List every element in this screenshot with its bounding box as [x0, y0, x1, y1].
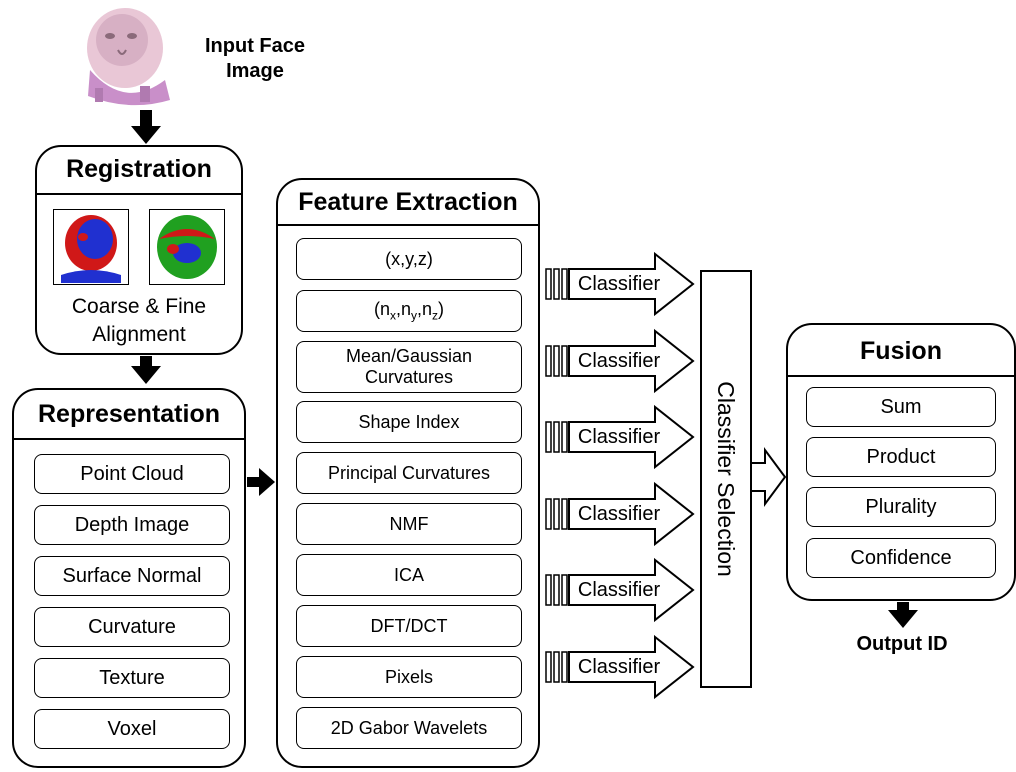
registration-panel: Registration Coarse & Fine Alignment	[35, 145, 243, 355]
arrow-right-outline-icon	[750, 446, 787, 508]
classifier-arrow: Classifier	[545, 557, 695, 623]
arrow-down-icon	[131, 356, 161, 384]
arrow-right-icon	[247, 468, 275, 496]
classifier-label: Classifier	[577, 503, 661, 525]
rep-item-depth-image: Depth Image	[34, 505, 230, 545]
feature-item-ica: ICA	[296, 554, 522, 596]
feature-item-xyz: (x,y,z)	[296, 238, 522, 280]
classifier-arrow: Classifier	[545, 251, 695, 317]
classifier-label: Classifier	[577, 350, 661, 372]
fusion-item-product: Product	[806, 437, 996, 477]
rep-item-voxel: Voxel	[34, 709, 230, 749]
feature-item-principal-curvatures: Principal Curvatures	[296, 452, 522, 494]
feature-extraction-title: Feature Extraction	[298, 188, 518, 216]
representation-title: Representation	[38, 400, 220, 428]
feature-item-pixels: Pixels	[296, 656, 522, 698]
feature-extraction-panel: Feature Extraction (x,y,z) (nx,ny,nz) Me…	[276, 178, 540, 768]
feature-extraction-divider	[278, 224, 538, 226]
classifier-selection-label: Classifier Selection	[713, 381, 739, 577]
rep-item-curvature: Curvature	[34, 607, 230, 647]
classifier-arrow-shape	[545, 328, 695, 394]
rep-item-point-cloud: Point Cloud	[34, 454, 230, 494]
registration-curvature-image	[149, 209, 225, 285]
representation-panel: Representation Point Cloud Depth Image S…	[12, 388, 246, 768]
representation-divider	[14, 438, 244, 440]
input-face-image	[87, 8, 170, 106]
classifier-arrow-shape	[545, 557, 695, 623]
classifier-arrow-shape	[545, 481, 695, 547]
normals-text: (nx,ny,nz)	[373, 298, 445, 323]
feature-item-shape-index: Shape Index	[296, 401, 522, 443]
feature-item-nmf: NMF	[296, 503, 522, 545]
fusion-item-sum: Sum	[806, 387, 996, 427]
fusion-panel: Fusion Sum Product Plurality Confidence	[786, 323, 1016, 601]
classifier-arrow: Classifier	[545, 328, 695, 394]
registration-caption: Coarse & Fine Alignment	[71, 295, 207, 347]
feature-item-mean-gaussian: Mean/Gaussian Curvatures	[296, 341, 522, 393]
rep-item-texture: Texture	[34, 658, 230, 698]
classifier-arrow: Classifier	[545, 634, 695, 700]
fusion-item-plurality: Plurality	[806, 487, 996, 527]
registration-divider	[37, 193, 241, 195]
rep-item-surface-normal: Surface Normal	[34, 556, 230, 596]
registration-face-image	[53, 209, 129, 285]
classifier-label: Classifier	[577, 426, 661, 448]
arrow-down-icon	[888, 602, 918, 628]
output-id-label: Output ID	[856, 633, 948, 655]
classifier-arrow-shape	[545, 634, 695, 700]
classifier-label: Classifier	[577, 273, 661, 295]
feature-item-dft-dct: DFT/DCT	[296, 605, 522, 647]
classifier-label: Classifier	[577, 579, 661, 601]
feature-item-normals: (nx,ny,nz)	[296, 290, 522, 332]
registration-title: Registration	[66, 155, 212, 183]
classifier-label: Classifier	[577, 656, 661, 678]
classifier-arrow: Classifier	[545, 481, 695, 547]
classifier-arrow-shape	[545, 251, 695, 317]
arrow-down-icon	[131, 110, 161, 144]
fusion-divider	[788, 375, 1014, 377]
input-face-label: Input Face Image	[204, 35, 305, 82]
fusion-title: Fusion	[860, 337, 942, 365]
classifier-arrow: Classifier	[545, 404, 695, 470]
classifier-arrow-shape	[545, 404, 695, 470]
fusion-item-confidence: Confidence	[806, 538, 996, 578]
feature-item-gabor: 2D Gabor Wavelets	[296, 707, 522, 749]
